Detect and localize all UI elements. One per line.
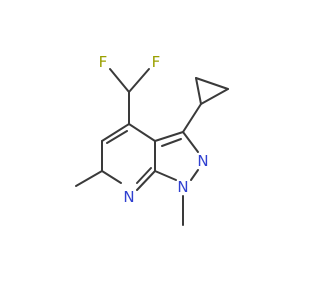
fluorine-label-left: F	[99, 53, 108, 71]
bond-n2-n1	[190, 169, 199, 181]
bond-c-f-right	[128, 68, 150, 93]
bond-c3-cyclopropyl	[182, 103, 202, 133]
nitrogen-label-n1: N	[177, 178, 188, 196]
bond-c6-methyl	[75, 170, 103, 187]
nitrogen-label-n2: N	[197, 152, 208, 170]
bond-c4-c5	[101, 123, 130, 142]
bond-cp-a-b	[195, 77, 202, 105]
bond-cp-c-a	[200, 88, 229, 105]
bonds	[75, 68, 229, 226]
bond-n7-c7a	[136, 170, 156, 191]
bond-c3a-c3-inner	[161, 138, 182, 147]
bond-c3-n2	[182, 131, 199, 153]
bond-c6-n7	[101, 170, 122, 184]
structure-drawing: F F N N N	[75, 53, 229, 226]
atom-labels: F F N N N	[99, 53, 209, 206]
fluorine-label-right: F	[152, 53, 161, 71]
bond-cp-b-c	[195, 77, 229, 90]
bond-c3a-c3	[154, 131, 184, 142]
bond-n1-c7a	[154, 170, 177, 181]
molecule-structure-diagram: F F N N N	[75, 53, 229, 226]
bond-n7-c7a-inner	[136, 167, 152, 184]
nitrogen-label-pyridine: N	[123, 188, 134, 206]
bond-c3a-c4	[128, 123, 156, 142]
bond-c-f-left	[109, 68, 130, 93]
bond-c4-c5-inner	[106, 130, 128, 144]
